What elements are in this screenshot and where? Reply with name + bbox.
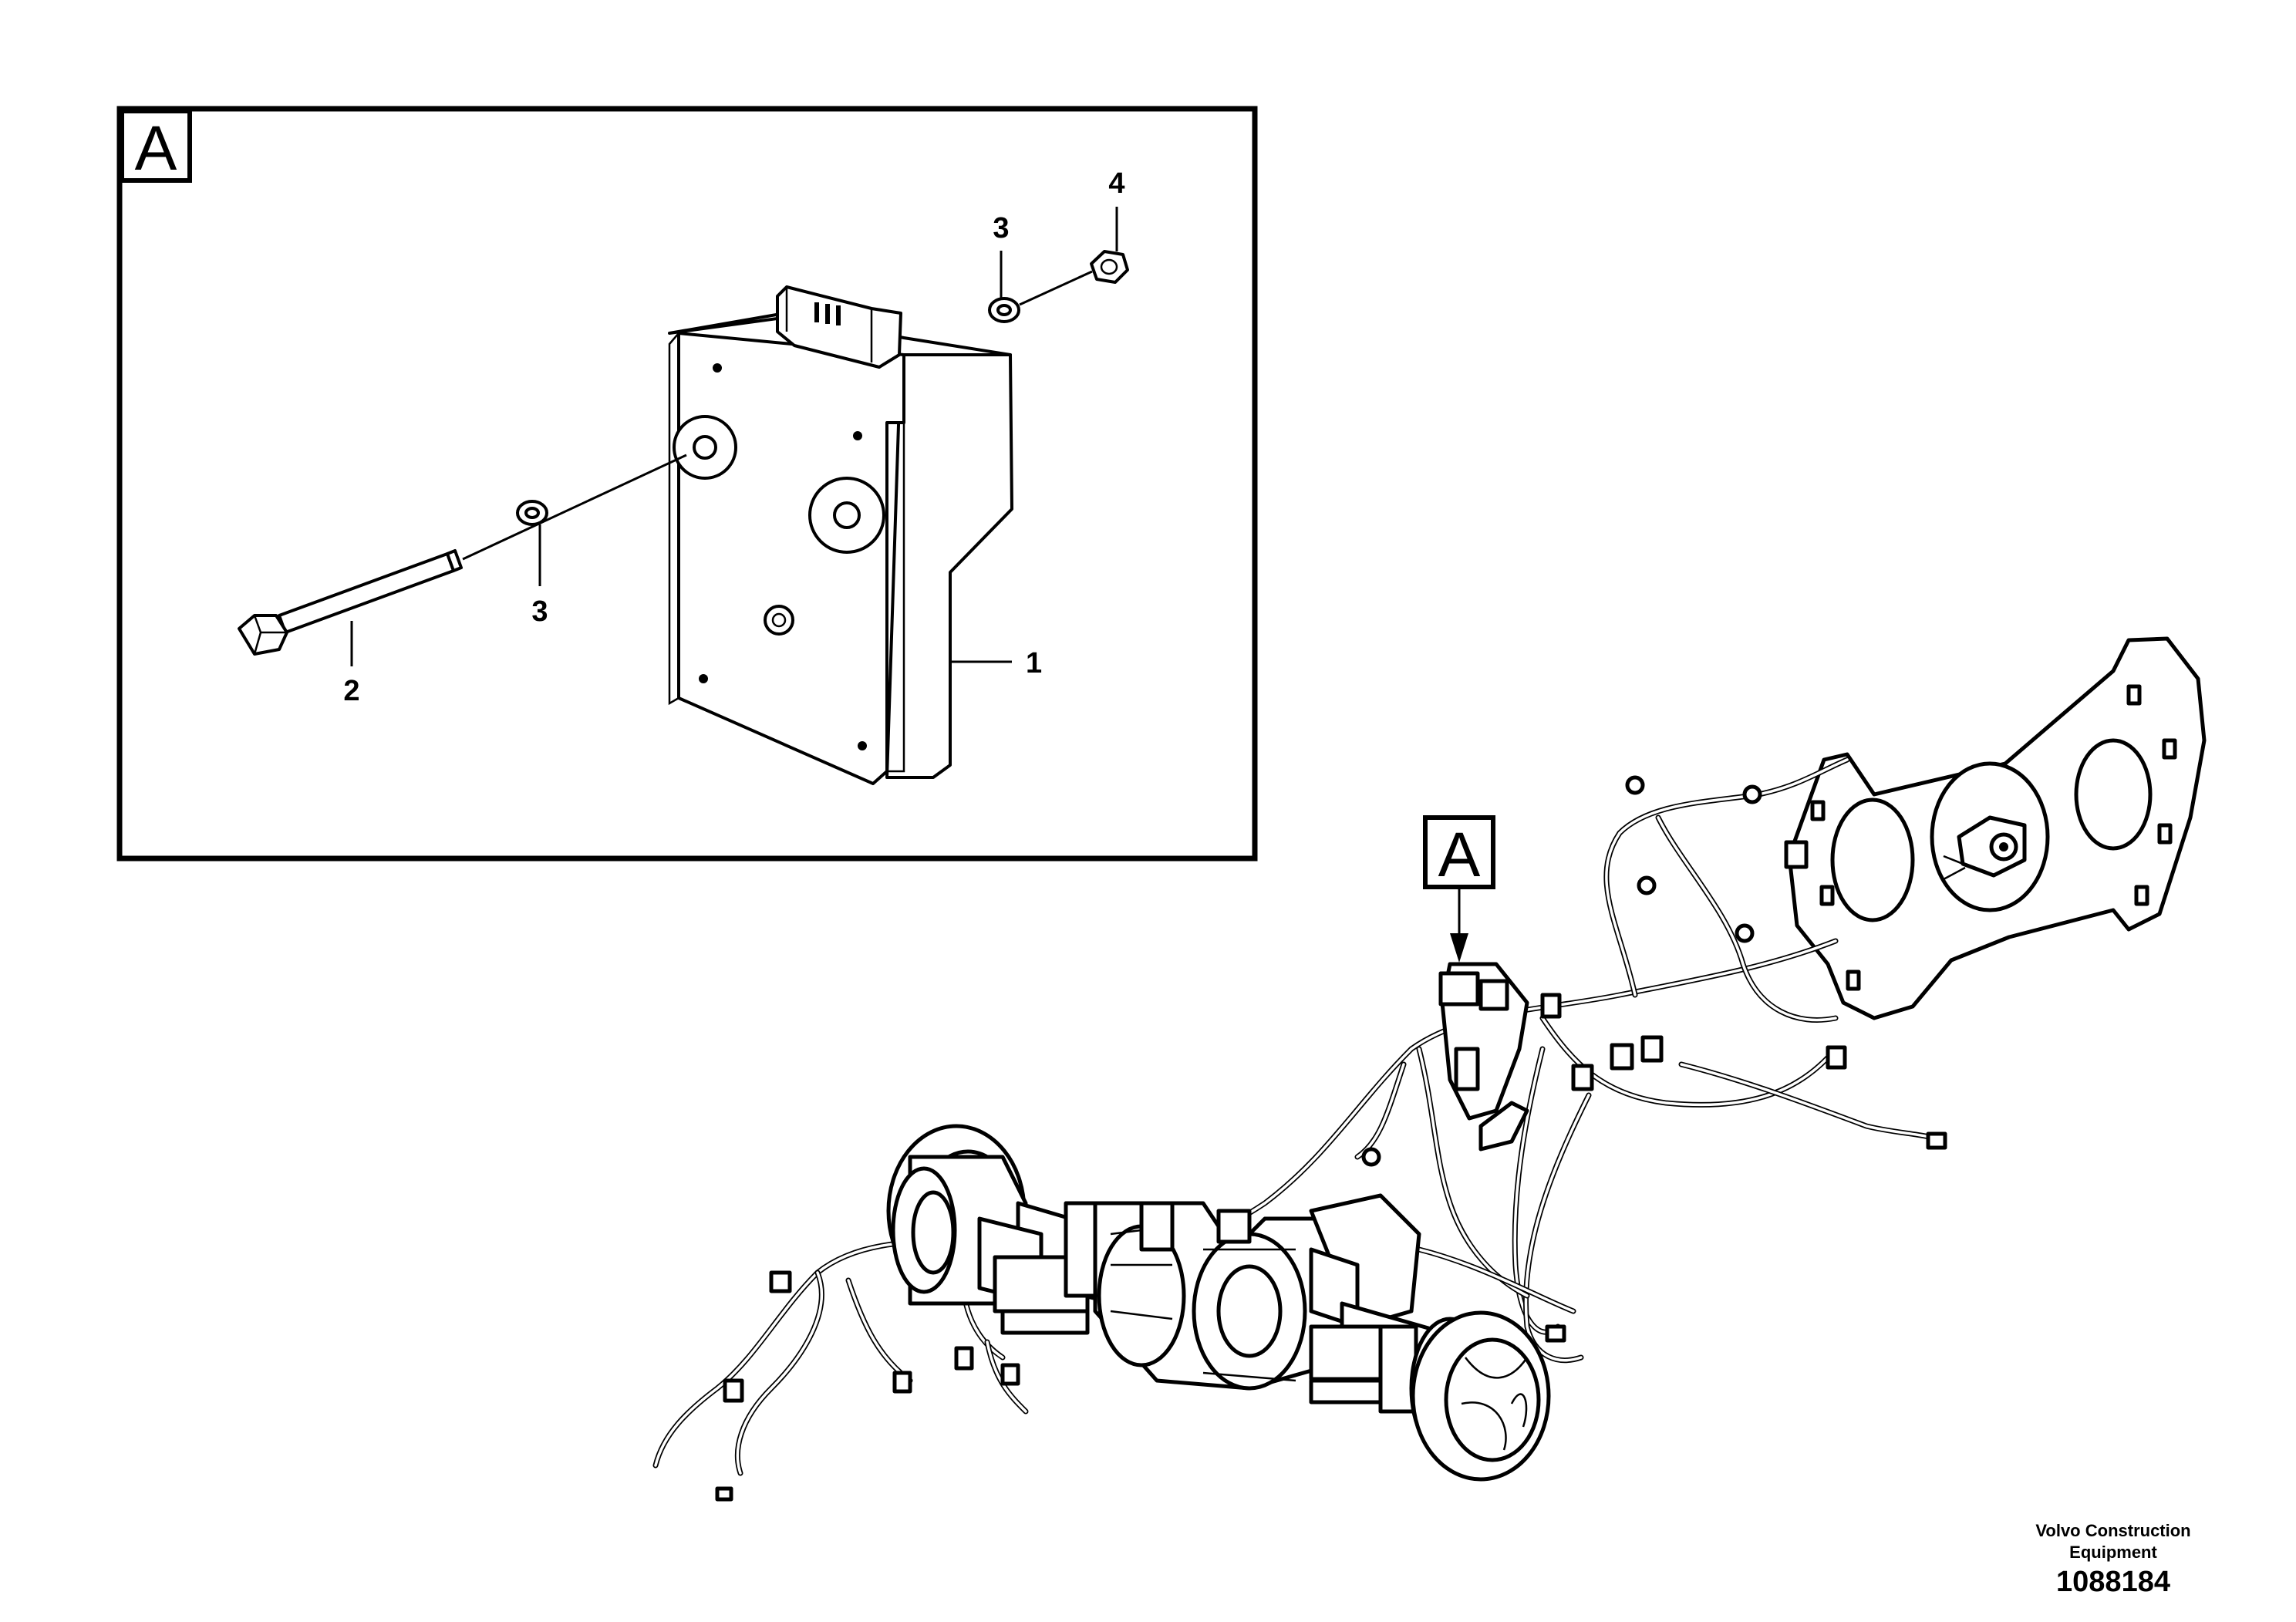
axle-pad-right [1309, 1378, 1391, 1404]
detail-view-a: A [116, 106, 1258, 862]
plate-slot [2157, 823, 2173, 845]
callout-4: 4 [1108, 167, 1124, 200]
mounting-plate [1787, 636, 2207, 1020]
overview-assembly: A [652, 636, 2207, 1502]
harness-clip [1735, 923, 1755, 943]
harness-connector [892, 1371, 912, 1394]
harness-connector [1545, 1324, 1566, 1343]
bolt-axis-line [462, 454, 687, 561]
connector [776, 285, 902, 369]
nut [1019, 250, 1129, 306]
callout-3-nut-side: 3 [993, 212, 1009, 244]
wiring-harness [652, 757, 1947, 1502]
location-tag-letter: A [1438, 820, 1481, 890]
differential [1093, 1193, 1421, 1391]
plate-slot [2126, 684, 2142, 706]
axle-bracket-right [1309, 1324, 1391, 1381]
harness-connector [723, 1378, 744, 1403]
mounting-hole-upper [693, 435, 717, 460]
control-unit-location [1438, 962, 1529, 1152]
unit-box [1438, 971, 1480, 1007]
control-unit [668, 285, 1013, 785]
plate-hole-left [1830, 798, 1915, 922]
bolt-thread-end [446, 549, 463, 572]
harness-connector [1000, 1363, 1020, 1386]
connector-pin [836, 305, 841, 325]
sensor-center [1999, 842, 2008, 851]
bolt [238, 454, 687, 656]
harness-connector [1571, 1064, 1594, 1091]
diff-center-cap [1216, 1264, 1283, 1358]
drawing-number: 1088184 [2056, 1566, 2170, 1598]
harness-connector [1610, 1043, 1634, 1071]
left-hub-inner [911, 1190, 956, 1275]
control-unit-flange-right [887, 421, 905, 773]
brand-name-line1: Volvo Construction [2035, 1521, 2191, 1540]
detail-tag-letter: A [135, 113, 177, 184]
connector-housing [776, 285, 902, 369]
plate-slot [1810, 800, 1826, 821]
unit-box-3 [1454, 1047, 1480, 1091]
axle-pad-left [1000, 1309, 1090, 1335]
right-hub [1409, 1310, 1551, 1482]
harness-branch-left-3 [845, 1277, 913, 1384]
harness-connector [715, 1486, 733, 1502]
connector-edges [785, 287, 873, 363]
corner-hole [858, 741, 867, 750]
connector-pin [814, 302, 819, 322]
harness-branch-right [1539, 1015, 1839, 1108]
plate-sensor [1943, 815, 2027, 881]
vent-plug [764, 605, 794, 636]
washer-inner [996, 304, 1012, 316]
corner-hole [713, 363, 722, 373]
plate-hole-right [2074, 738, 2153, 851]
plate-slot [1819, 885, 1835, 906]
callout-1: 1 [1026, 647, 1042, 679]
location-arrow-head [1450, 933, 1468, 963]
harness-clip [1637, 875, 1657, 895]
diff-sensor-2 [1216, 1209, 1252, 1244]
harness-connector [769, 1270, 792, 1293]
harness-connector [1784, 840, 1809, 869]
control-unit-side-face [885, 353, 1013, 779]
nut-body [1090, 250, 1129, 284]
callout-2: 2 [343, 675, 359, 707]
connector-pin [825, 304, 830, 324]
harness-connector [1926, 1131, 1947, 1150]
harness-connector [1826, 1045, 1847, 1070]
harness-clip [1361, 1147, 1381, 1167]
harness-connector [1640, 1035, 1664, 1063]
sensor-lead [1943, 855, 1966, 881]
control-unit-flange-left [668, 330, 680, 706]
right-hub-spokes [1461, 1357, 1529, 1451]
callout-3-bolt-side: 3 [531, 595, 548, 628]
location-tag-box [1423, 815, 1495, 889]
nut-bore [1100, 258, 1118, 275]
harness-clip [1625, 775, 1645, 795]
corner-hole [853, 431, 862, 440]
corner-hole [699, 674, 708, 683]
mounting-hole-lower [833, 501, 861, 529]
plate-slot [2162, 738, 2177, 760]
detail-tag-box [120, 109, 192, 183]
bolt-head-facets [253, 615, 287, 655]
diff-sensor [1139, 1201, 1175, 1252]
vent-plug-center [771, 612, 787, 628]
brand-name-line2: Equipment [2069, 1543, 2157, 1562]
nut-axis-line [1019, 270, 1093, 306]
unit-box-2 [1478, 979, 1509, 1011]
axle-assembly [886, 1124, 1551, 1482]
washer-inner [524, 507, 540, 519]
harness-connector [954, 1346, 974, 1371]
harness-connector [1540, 993, 1562, 1019]
plate-slot [1846, 969, 1861, 991]
washer-bolt-side [516, 500, 548, 526]
unit-foot [1478, 1101, 1529, 1152]
harness-clip [1742, 784, 1762, 804]
washer-nut-side [988, 297, 1020, 323]
harness-branch-short [1354, 1061, 1407, 1160]
harness-branch-left-2 [734, 1270, 824, 1476]
plate-slot [2134, 885, 2149, 906]
